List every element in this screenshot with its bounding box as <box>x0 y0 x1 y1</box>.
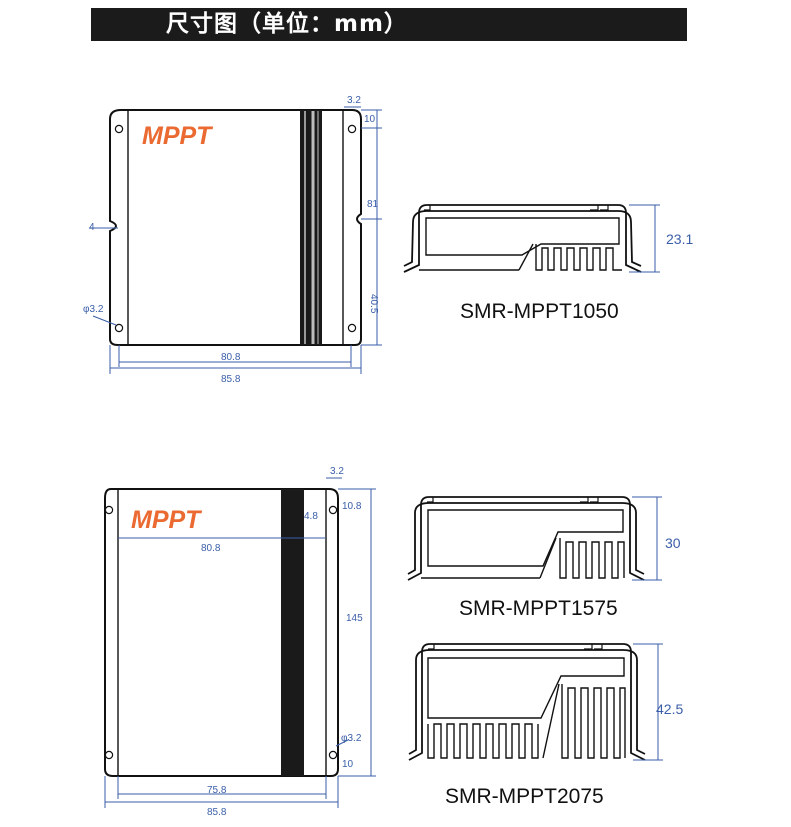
mounting-hole <box>114 124 124 134</box>
brand-label: MPPT <box>142 122 214 150</box>
model-label-2075: SMR-MPPT2075 <box>445 785 604 808</box>
front-view-1575: MPPT 3.2 10.8 4.8 80.8 145 φ3.2 10 75.8 … <box>104 466 376 818</box>
dim-lower-height: 40.5 <box>368 294 379 314</box>
dim-notch-depth: 4 <box>89 222 95 233</box>
dim-hole-offset: 3.2 <box>330 466 344 477</box>
dim-height: 145 <box>346 613 363 624</box>
model-label-1050: SMR-MPPT1050 <box>460 300 619 323</box>
profile-2075: 42.5 SMR-MPPT2075 <box>408 643 683 808</box>
dim-hole-diameter: φ3.2 <box>83 304 104 315</box>
mounting-hole <box>347 323 357 333</box>
dim-outer-width: 85.8 <box>221 374 241 385</box>
dim-outer-width: 85.8 <box>207 807 227 818</box>
mounting-hole <box>114 323 124 333</box>
mounting-hole <box>328 505 338 515</box>
brand-label: MPPT <box>131 506 203 534</box>
mounting-hole <box>328 750 338 760</box>
mounting-hole <box>347 124 357 134</box>
profile-2075-height: 42.5 <box>656 701 683 717</box>
dim-upper-height: 81 <box>367 199 379 210</box>
front-view-1050: MPPT 3.2 10 81 40.5 4 φ3.2 80.8 85.8 <box>83 95 382 385</box>
page-title: 尺寸图（单位：mm） <box>166 11 408 37</box>
dim-inner-width: 80.8 <box>201 543 221 554</box>
title-bar: 尺寸图（单位：mm） <box>91 8 687 41</box>
profile-1575-height: 30 <box>665 535 681 551</box>
profile-1050-height: 23.1 <box>666 231 693 247</box>
dim-hole-diameter: φ3.2 <box>341 733 362 744</box>
mounting-hole <box>104 750 114 760</box>
dim-top-gap: 10 <box>364 114 376 125</box>
dim-hole-offset: 3.2 <box>347 95 361 106</box>
dim-bottom-inner-width: 75.8 <box>207 785 227 796</box>
dim-inner-width: 80.8 <box>221 352 241 363</box>
profile-1050: 23.1 SMR-MPPT1050 <box>403 204 693 323</box>
dim-top-gap: 10.8 <box>342 501 362 512</box>
dim-side-gap: 4.8 <box>304 511 318 522</box>
model-label-1575: SMR-MPPT1575 <box>459 597 618 620</box>
profile-1575: 30 SMR-MPPT1575 <box>407 496 681 620</box>
dim-bottom-gap: 10 <box>342 759 354 770</box>
mounting-hole <box>104 505 114 515</box>
